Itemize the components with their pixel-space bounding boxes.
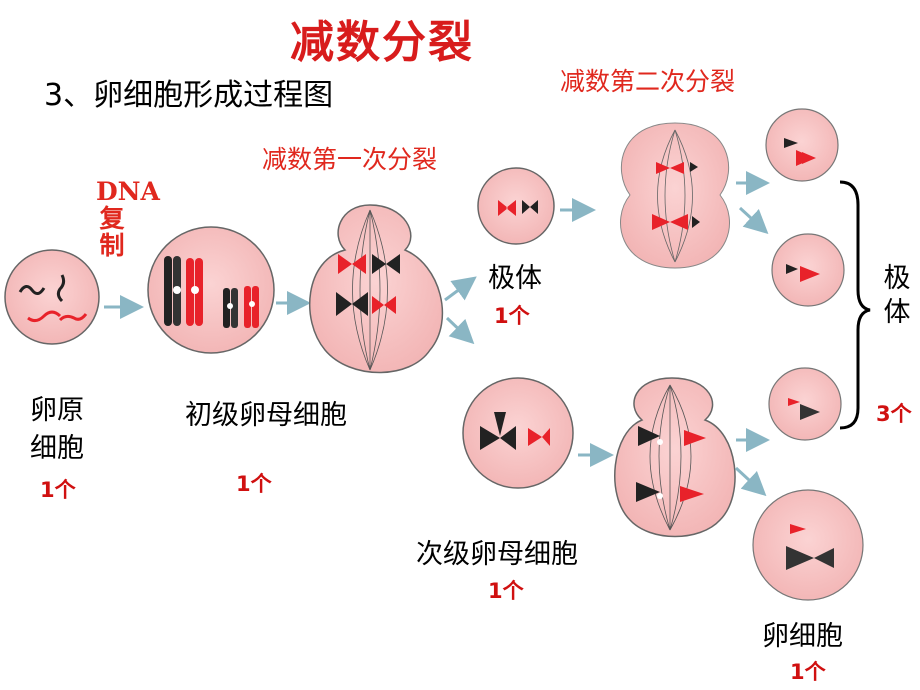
meiosis-two-polar-cell — [620, 122, 730, 269]
meiosis-two-egg-cell — [614, 377, 736, 538]
primary-oocyte-label: 初级卵母细胞 — [185, 400, 347, 431]
secondary-oocyte-label: 次级卵母细胞 — [416, 539, 578, 570]
oogonium-label: 卵原细胞 — [30, 395, 84, 464]
oogonium-count: 1个 — [40, 478, 76, 502]
secondary-oocyte-count: 1个 — [488, 579, 524, 603]
oogonium-cell — [4, 249, 100, 345]
polar-body-brace — [839, 180, 871, 430]
polar-body-2 — [771, 233, 845, 307]
egg-cell — [752, 489, 864, 601]
page-title: 减数分裂 — [290, 17, 474, 68]
primary-oocyte-count: 1个 — [236, 472, 272, 496]
page-subtitle: 3、卵细胞形成过程图 — [44, 78, 334, 113]
first-polar-body-count: 1个 — [494, 304, 530, 328]
secondary-oocyte-cell — [462, 377, 574, 489]
meiosis-one-cell — [308, 204, 444, 374]
polar-body-3 — [768, 367, 842, 441]
arrow-to-polar-body-2 — [738, 206, 769, 235]
arrow-to-first-polar-body — [444, 276, 477, 302]
meiosis-one-label: 减数第一次分裂 — [262, 145, 438, 174]
first-polar-body-cell — [477, 167, 555, 245]
primary-oocyte-cell — [147, 226, 275, 354]
egg-cell-count: 1个 — [790, 660, 826, 684]
first-polar-body-label: 极体 — [488, 263, 542, 294]
polar-bodies-count: 3个 — [876, 402, 912, 426]
polar-bodies-label: 极体 — [883, 263, 911, 328]
dna-replication-label: DNA复制 — [96, 177, 160, 260]
polar-body-1 — [765, 108, 839, 182]
arrow-to-egg-cell — [734, 466, 767, 497]
egg-cell-label: 卵细胞 — [762, 621, 843, 652]
meiosis-two-label: 减数第二次分裂 — [560, 67, 736, 96]
arrow-to-secondary-oocyte — [445, 316, 475, 345]
